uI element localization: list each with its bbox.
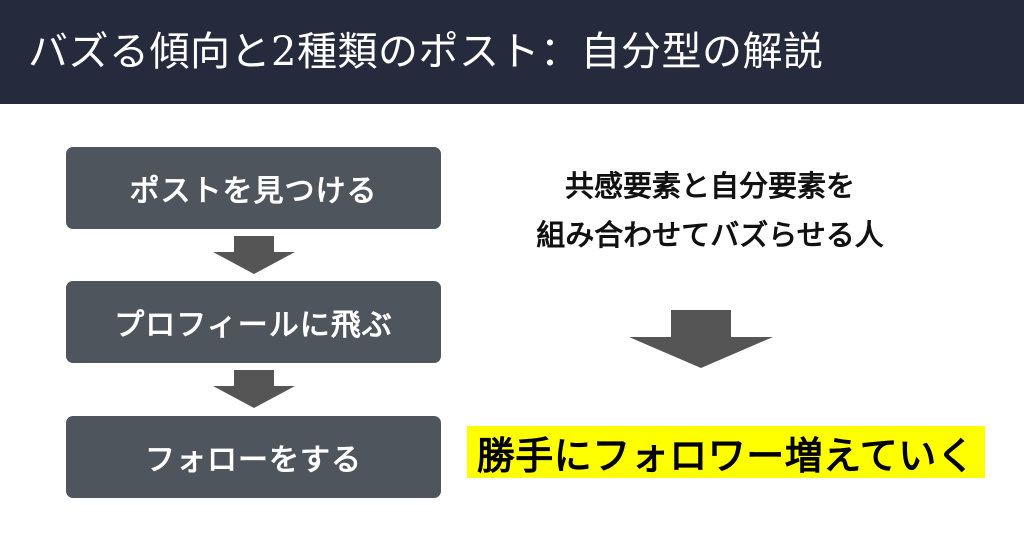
- flow-step-find-post: ポストを見つける: [66, 147, 441, 229]
- down-arrow-icon: [213, 370, 295, 408]
- result-highlight: 勝手にフォロワー増えていく: [467, 426, 985, 478]
- flow-step-label: フォローをする: [145, 443, 362, 478]
- flow-step-label: プロフィールに飛ぶ: [114, 308, 393, 343]
- flow-step-visit-profile: プロフィールに飛ぶ: [66, 281, 441, 363]
- explanation-line-1: 共感要素と自分要素を: [564, 169, 855, 203]
- flow-step-label: ポストを見つける: [129, 174, 378, 209]
- header-bar: バズる傾向と2種類のポスト：自分型の解説: [0, 0, 1024, 104]
- page-title: バズる傾向と2種類のポスト：自分型の解説: [28, 29, 824, 75]
- flow-step-follow: フォローをする: [66, 416, 441, 498]
- down-arrow-icon: [629, 310, 773, 368]
- down-arrow-icon: [213, 236, 295, 274]
- explanation-line-2: 組み合わせてバズらせる人: [536, 218, 884, 252]
- result-text: 勝手にフォロワー増えていく: [476, 433, 976, 478]
